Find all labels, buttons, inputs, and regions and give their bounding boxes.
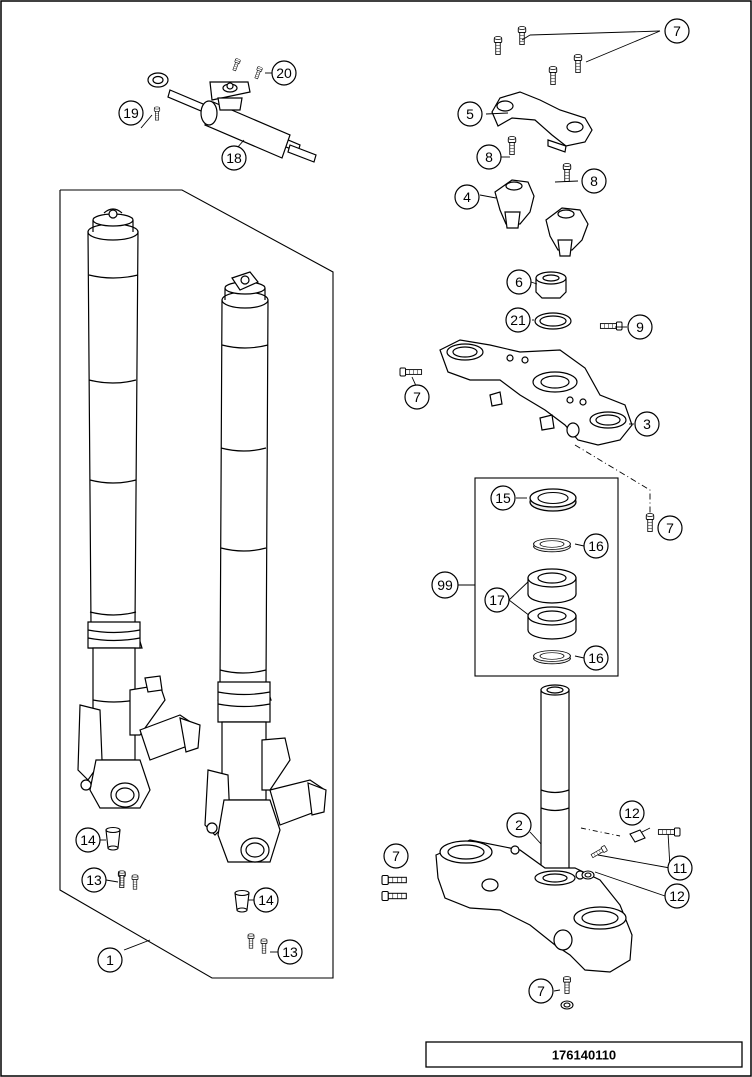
svg-text:1: 1 bbox=[106, 952, 114, 968]
svg-text:7: 7 bbox=[537, 983, 545, 999]
callout-7a: 7 bbox=[664, 18, 690, 44]
bolts-8 bbox=[507, 136, 572, 182]
callouts: 7 20 19 18 5 8 8 4 6 21 9 7 3 15 7 16 99… bbox=[75, 18, 693, 1004]
svg-text:14: 14 bbox=[258, 892, 274, 908]
callout-13b: 13 bbox=[277, 939, 303, 965]
steering-damper bbox=[147, 57, 317, 163]
callout-16b: 16 bbox=[583, 645, 609, 671]
upper-triple-clamp-3 bbox=[439, 339, 633, 446]
fork-assembly-frame bbox=[59, 189, 334, 979]
callout-1: 1 bbox=[97, 947, 123, 973]
svg-text:4: 4 bbox=[463, 189, 471, 205]
bolt-9 bbox=[599, 321, 623, 331]
svg-text:7: 7 bbox=[666, 520, 674, 536]
callout-7c: 7 bbox=[657, 515, 683, 541]
svg-text:6: 6 bbox=[515, 274, 523, 290]
svg-text:9: 9 bbox=[636, 319, 644, 335]
svg-text:8: 8 bbox=[590, 173, 598, 189]
svg-text:16: 16 bbox=[588, 650, 604, 666]
callout-20: 20 bbox=[271, 60, 297, 86]
callout-11: 11 bbox=[667, 855, 693, 881]
svg-text:13: 13 bbox=[86, 872, 102, 888]
bolt-7-left bbox=[399, 367, 423, 377]
callout-7e: 7 bbox=[528, 978, 554, 1004]
callout-4: 4 bbox=[454, 184, 480, 210]
handlebar-clamp-5 bbox=[491, 91, 593, 153]
lower-triple-clamp-2 bbox=[435, 684, 633, 973]
svg-text:14: 14 bbox=[80, 832, 96, 848]
callout-2: 2 bbox=[506, 812, 532, 838]
svg-text:8: 8 bbox=[485, 149, 493, 165]
reference-number-box: 176140110 bbox=[425, 1041, 743, 1068]
svg-text:17: 17 bbox=[489, 592, 505, 608]
callout-8b: 8 bbox=[581, 168, 607, 194]
bearing-kit-frame bbox=[474, 477, 619, 677]
callout-14b: 14 bbox=[253, 887, 279, 913]
lower-clamp-bolts bbox=[381, 827, 681, 1010]
bearing-kit-parts bbox=[527, 488, 577, 665]
callout-8a: 8 bbox=[476, 144, 502, 170]
callout-18: 18 bbox=[221, 145, 247, 171]
svg-text:12: 12 bbox=[669, 888, 685, 904]
svg-text:16: 16 bbox=[588, 538, 604, 554]
callout-12a: 12 bbox=[619, 800, 645, 826]
svg-text:7: 7 bbox=[673, 23, 681, 39]
svg-text:7: 7 bbox=[413, 389, 421, 405]
callout-13a: 13 bbox=[81, 867, 107, 893]
svg-text:18: 18 bbox=[226, 150, 242, 166]
fork-small-parts bbox=[105, 826, 268, 954]
callout-17: 17 bbox=[484, 587, 510, 613]
svg-text:2: 2 bbox=[515, 817, 523, 833]
svg-text:3: 3 bbox=[643, 416, 651, 432]
callout-21: 21 bbox=[505, 307, 531, 333]
callout-19: 19 bbox=[118, 100, 144, 126]
svg-text:20: 20 bbox=[276, 65, 292, 81]
washer-21 bbox=[534, 312, 572, 330]
callout-3: 3 bbox=[634, 411, 660, 437]
callout-14a: 14 bbox=[75, 827, 101, 853]
leader-lines bbox=[100, 30, 671, 992]
callout-99: 99 bbox=[431, 571, 459, 599]
callout-15: 15 bbox=[490, 485, 516, 511]
callout-6: 6 bbox=[506, 269, 532, 295]
svg-text:19: 19 bbox=[123, 105, 139, 121]
svg-text:13: 13 bbox=[282, 944, 298, 960]
callout-7b: 7 bbox=[404, 384, 430, 410]
svg-text:15: 15 bbox=[495, 490, 511, 506]
svg-text:11: 11 bbox=[673, 860, 688, 876]
svg-text:7: 7 bbox=[392, 848, 400, 864]
reference-number: 176140110 bbox=[552, 1048, 616, 1063]
svg-text:5: 5 bbox=[466, 106, 474, 122]
callout-12b: 12 bbox=[664, 883, 690, 909]
fork-leg-left bbox=[77, 208, 201, 809]
callout-7d: 7 bbox=[383, 843, 409, 869]
nut-6 bbox=[535, 271, 567, 299]
svg-text:99: 99 bbox=[437, 577, 453, 593]
callout-5: 5 bbox=[457, 101, 483, 127]
bolt-7-right bbox=[645, 513, 655, 532]
svg-text:12: 12 bbox=[624, 805, 640, 821]
handlebar-clamps-4 bbox=[494, 179, 589, 257]
callout-9: 9 bbox=[627, 314, 653, 340]
svg-text:21: 21 bbox=[510, 312, 526, 328]
fork-leg-right bbox=[204, 271, 327, 863]
callout-16a: 16 bbox=[583, 533, 609, 559]
